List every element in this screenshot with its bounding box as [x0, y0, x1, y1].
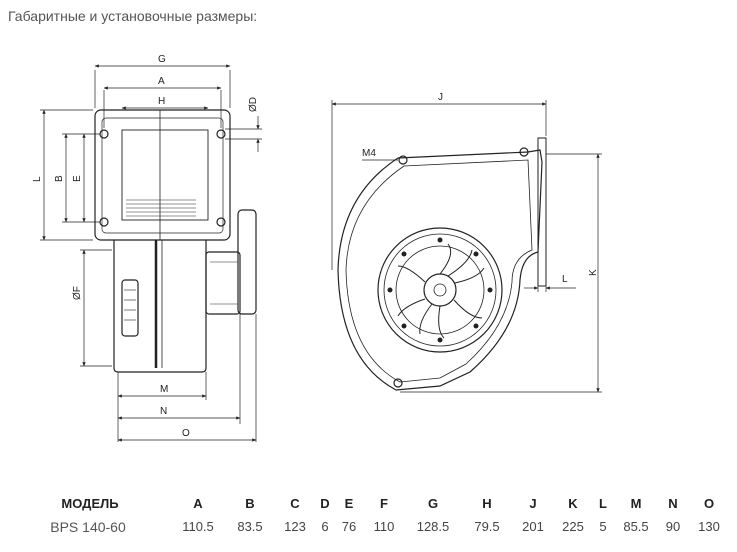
- flange-hole: [99, 217, 109, 227]
- dim-label-K: K: [588, 269, 599, 276]
- table-cell: 85.5: [623, 519, 649, 534]
- side-housing: [113, 240, 207, 373]
- front-dimensions: [331, 100, 602, 393]
- table-header: G: [427, 496, 439, 511]
- table-cell: 123: [284, 519, 306, 534]
- table-cell: 201: [522, 519, 544, 534]
- table-header: B: [245, 496, 255, 511]
- table-header: O: [703, 496, 715, 511]
- technical-drawing: G A H ØD L B E ØF M N O: [32, 54, 602, 442]
- impeller-hub: [423, 273, 457, 307]
- table-header: E: [344, 496, 354, 511]
- front-dimension-labels: J M4 K L: [362, 92, 599, 285]
- dim-label-M: M: [160, 384, 168, 395]
- dim-label-G: G: [158, 54, 166, 65]
- table-header: N: [668, 496, 678, 511]
- table-header: F: [380, 496, 388, 511]
- flange-hole: [216, 129, 226, 139]
- table-cell: 90: [665, 519, 681, 534]
- table-header: L: [599, 496, 607, 511]
- table-cell: 6: [321, 519, 329, 534]
- dim-label-J: J: [438, 92, 443, 103]
- dim-label-E: E: [72, 175, 83, 182]
- flange-hole: [216, 217, 226, 227]
- dim-label-L: L: [32, 176, 43, 182]
- table-cell-model: BPS 140-60: [50, 519, 126, 535]
- dim-label-D: ØD: [248, 97, 259, 112]
- side-dimension-labels: G A H ØD L B E ØF M N O: [32, 54, 259, 439]
- table-cell: 225: [562, 519, 584, 534]
- table-cell: 130: [698, 519, 720, 534]
- table-header: C: [290, 496, 300, 511]
- table-cell: 83.5: [237, 519, 263, 534]
- mount-hole: [393, 378, 403, 388]
- impeller-outer: [377, 227, 503, 353]
- dim-label-A: A: [158, 76, 165, 87]
- table-header: J: [529, 496, 537, 511]
- table-cell: 128.5: [416, 519, 450, 534]
- mount-hole: [398, 155, 408, 165]
- table-header: M: [630, 496, 642, 511]
- table-cell: 110.5: [182, 519, 214, 534]
- dim-label-H: H: [158, 96, 165, 107]
- volute-housing: [337, 149, 543, 391]
- mount-hole: [519, 147, 529, 157]
- side-flange: [94, 109, 231, 241]
- table-cell: 110: [373, 519, 395, 534]
- table-header: D: [320, 496, 330, 511]
- dim-label-N: N: [160, 406, 167, 417]
- table-header: H: [482, 496, 492, 511]
- page-heading: Габаритные и установочные размеры:: [8, 8, 258, 24]
- dim-label-F: ØF: [72, 286, 83, 300]
- table-cell: 5: [599, 519, 607, 534]
- table-header: K: [568, 496, 578, 511]
- dim-label-O: O: [182, 428, 190, 439]
- dim-label-B: B: [54, 175, 65, 182]
- dim-label-L-right: L: [562, 274, 568, 285]
- front-view: [337, 137, 547, 391]
- impeller-blades: [397, 243, 485, 339]
- table-header: A: [193, 496, 203, 511]
- outlet-flange: [537, 137, 547, 287]
- side-view: [94, 109, 257, 373]
- flange-hole: [99, 129, 109, 139]
- side-motor: [205, 251, 241, 315]
- table-cell: 76: [341, 519, 357, 534]
- table-cell: 79.5: [474, 519, 500, 534]
- dim-label-M4: M4: [362, 148, 376, 159]
- table-header-model: МОДЕЛЬ: [61, 496, 119, 511]
- side-connector: [121, 279, 139, 337]
- side-dimensions: [40, 64, 262, 442]
